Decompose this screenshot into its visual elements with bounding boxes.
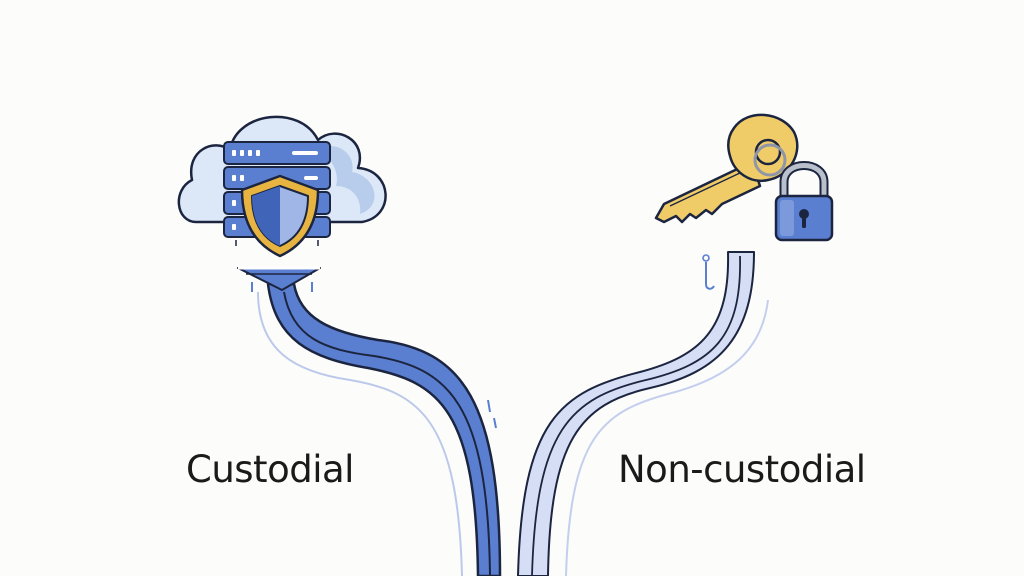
non-custodial-label: Non-custodial: [618, 448, 866, 491]
shield-icon: [240, 174, 320, 258]
custodial-label: Custodial: [186, 448, 354, 491]
non-custodial-path: [517, 251, 769, 576]
padlock-icon: [774, 161, 834, 242]
key-icon: [654, 113, 799, 224]
custodial-path: [237, 266, 502, 576]
